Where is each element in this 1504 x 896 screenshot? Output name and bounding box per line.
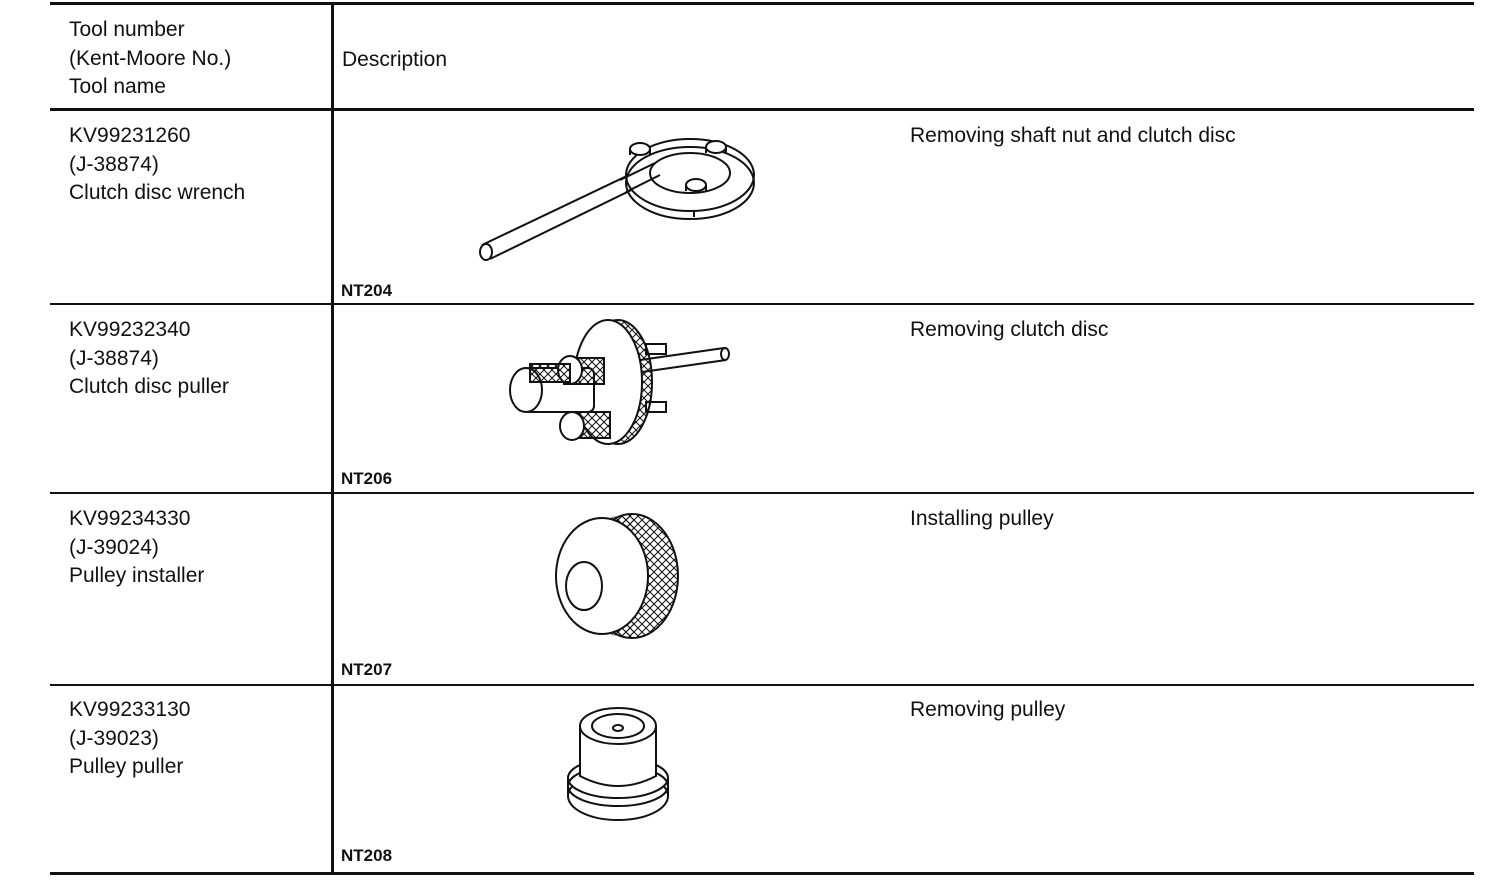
tool-number: KV99231260 [69, 124, 191, 147]
header-description: Description [342, 48, 448, 71]
kent-moore-number: (J-39024) [69, 535, 159, 559]
table-row-tool: KV99232340 (J-38874) Clutch disc puller [69, 316, 229, 402]
tool-name: Clutch disc puller [69, 375, 229, 398]
illustration-code: NT206 [341, 469, 393, 488]
pulley-puller-icon [567, 707, 669, 821]
table-row-tool: KV99231260 (J-38874) Clutch disc wrench [69, 122, 245, 208]
table-row-tool: KV99233130 (J-39023) Pulley puller [69, 696, 190, 782]
header-tool-number: Tool number [69, 18, 185, 41]
clutch-disc-wrench-icon [479, 138, 755, 261]
kent-moore-number: (J-39023) [69, 726, 159, 750]
illustration-code: NT207 [341, 660, 393, 679]
table-row-tool: KV99234330 (J-39024) Pulley installer [69, 505, 204, 591]
table-bottom-rule [50, 872, 1474, 875]
tool-description: Removing shaft nut and clutch disc [910, 124, 1236, 147]
illustration-code: NT204 [341, 281, 393, 300]
tool-number: KV99232340 [69, 318, 191, 341]
tool-number: KV99233130 [69, 698, 191, 721]
tool-description: Removing clutch disc [910, 318, 1109, 341]
column-divider [331, 2, 334, 875]
tool-description: Removing pulley [910, 698, 1066, 721]
header-tool-column: Tool number (Kent-Moore No.) Tool name [69, 16, 231, 102]
tool-name: Pulley puller [69, 755, 184, 778]
row-divider [50, 684, 1474, 686]
header-tool-name: Tool name [69, 75, 166, 98]
row-divider [50, 303, 1474, 305]
kent-moore-number: (J-38874) [69, 346, 159, 370]
clutch-disc-puller-icon [509, 319, 730, 445]
illustration-code: NT208 [341, 846, 393, 865]
table-top-rule [50, 2, 1474, 5]
tool-number: KV99234330 [69, 507, 191, 530]
header-kent-moore: (Kent-Moore No.) [69, 46, 232, 70]
row-divider [50, 492, 1474, 494]
header-bottom-rule [50, 108, 1474, 111]
kent-moore-number: (J-38874) [69, 152, 159, 176]
tool-name: Pulley installer [69, 564, 205, 587]
tool-description: Installing pulley [910, 507, 1054, 530]
pulley-installer-icon [555, 513, 679, 639]
tool-name: Clutch disc wrench [69, 181, 246, 204]
